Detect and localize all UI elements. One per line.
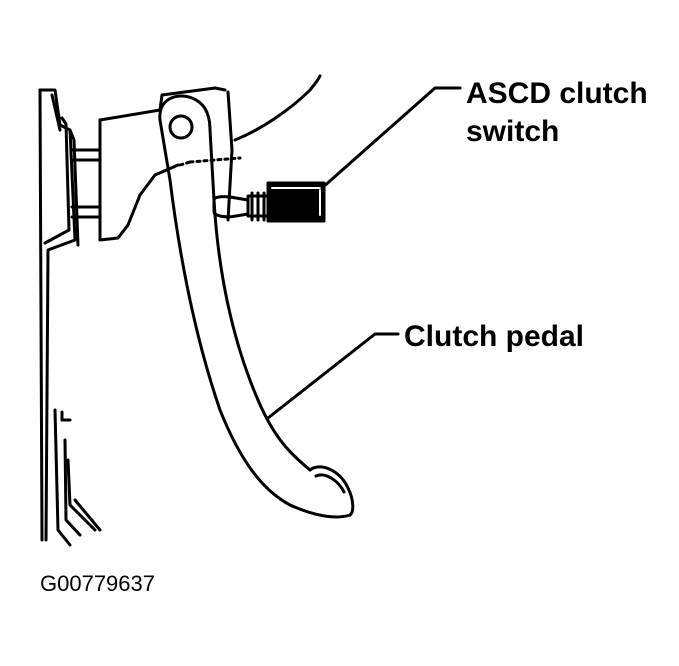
pivot-hole [168, 114, 194, 140]
pedal-pad [308, 465, 355, 517]
clutch-pedal-label: Clutch pedal [404, 320, 585, 353]
leader-lines [266, 86, 462, 420]
clutch-pedal-arm [158, 94, 352, 519]
ascd-clutch-switch-label-line2: switch [466, 115, 560, 148]
figure-id: G00779637 [40, 571, 155, 596]
pedal-leader-line [266, 332, 400, 420]
ascd-clutch-switch [212, 181, 326, 223]
pedal-bracket [70, 74, 322, 242]
firewall-panel [38, 88, 102, 547]
switch-leader-line [320, 86, 462, 190]
ascd-clutch-switch-label-line1: ASCD clutch [466, 77, 648, 110]
